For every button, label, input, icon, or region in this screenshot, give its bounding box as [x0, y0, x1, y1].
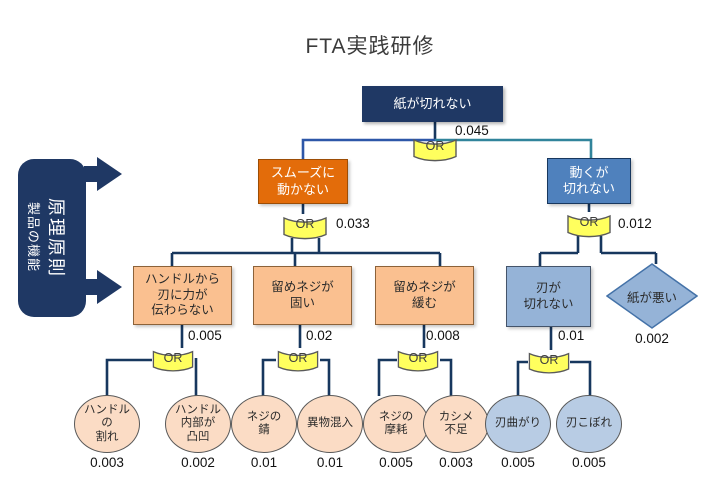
- node-label: 紙が悪い: [626, 290, 677, 305]
- function-principle-banner: 原理原則 製品の機能: [14, 154, 129, 324]
- probability-leaf4: 0.01: [316, 455, 344, 470]
- node-label: 異物混入: [307, 417, 353, 430]
- node-label: 刃こぼれ: [566, 417, 612, 430]
- or-gate-moves: OR: [566, 210, 612, 240]
- node-label: 留めネジが: [271, 279, 334, 294]
- leaf-handle-interior-uneven: ハンドル 内部が 凸凹: [165, 395, 231, 453]
- node-set-screw-stiff: 留めネジが 固い: [253, 266, 352, 325]
- probability-leaf1: 0.003: [90, 455, 124, 470]
- probability-root: 0.045: [455, 123, 489, 138]
- node-label: 錆: [258, 424, 270, 436]
- arrow-right-icon: [84, 157, 122, 191]
- node-label: 切れない: [562, 181, 615, 196]
- banner-label-principle: 原理原則: [46, 198, 66, 278]
- leaf-screw-wear: ネジの 摩耗: [363, 395, 429, 453]
- banner-label-product-function: 製品の機能: [26, 201, 41, 272]
- leaf-handle-crack: ハンドル の 割れ: [74, 395, 140, 453]
- or-gate-label: OR: [295, 217, 315, 231]
- or-gate-label: OR: [539, 353, 559, 367]
- node-paper-not-cut: 紙が切れない: [362, 86, 503, 122]
- or-gate-label: OR: [579, 215, 599, 229]
- or-gate-root: OR: [412, 134, 458, 164]
- node-label: 伝わらない: [151, 303, 214, 318]
- node-set-screw-loose: 留めネジが 緩む: [375, 266, 474, 325]
- probability-leaf2: 0.002: [181, 455, 215, 470]
- node-label: 刃に力が: [157, 287, 208, 302]
- probability-moves: 0.012: [618, 216, 652, 231]
- node-bad-paper: 紙が悪い: [605, 263, 699, 329]
- node-label: 動かない: [276, 181, 329, 197]
- probability-leaf7: 0.005: [501, 455, 535, 470]
- probability-smooth: 0.033: [336, 216, 370, 231]
- node-label: ハンドルから: [144, 272, 220, 287]
- or-gate-screw-loose: OR: [396, 346, 440, 374]
- page-title: FTA実践研修: [305, 35, 435, 58]
- banner-shape: [18, 157, 122, 317]
- node-handle-force-not-transmitted: ハンドルから 刃に力が 伝わらない: [133, 266, 232, 325]
- node-label: 内部が: [180, 417, 216, 430]
- probability-leaf8: 0.005: [572, 455, 606, 470]
- node-label: 留めネジが: [393, 279, 456, 294]
- node-label: の: [101, 417, 113, 430]
- node-label: 固い: [289, 295, 315, 310]
- or-gate-screw-stiff: OR: [276, 346, 320, 374]
- node-label: 刃が: [535, 280, 561, 295]
- or-gate-label: OR: [408, 351, 428, 365]
- or-gate-label: OR: [163, 351, 183, 365]
- node-label: 凸凹: [186, 430, 210, 443]
- node-label: ネジの: [378, 410, 414, 423]
- probability-leaf6: 0.003: [439, 455, 473, 470]
- node-label: 不足: [444, 424, 468, 436]
- leaf-blade-chipped: 刃こぼれ: [556, 395, 622, 453]
- node-label: カシメ: [438, 410, 474, 423]
- node-label: スムーズに: [270, 165, 336, 181]
- node-blade-not-cut: 刃が 切れない: [506, 266, 591, 327]
- probability-bad-paper: 0.002: [635, 331, 669, 346]
- node-label: ネジの: [246, 410, 282, 423]
- node-label: ハンドル: [84, 404, 130, 417]
- node-label: 切れない: [523, 296, 574, 311]
- or-gate-handle: OR: [151, 346, 195, 374]
- or-gate-smooth: OR: [282, 212, 328, 242]
- leaf-blade-bent: 刃曲がり: [485, 395, 551, 453]
- probability-screw-loose: 0.008: [426, 328, 460, 343]
- or-gate-label: OR: [288, 351, 308, 365]
- probability-leaf3: 0.01: [250, 455, 278, 470]
- leaf-foreign-matter: 異物混入: [297, 395, 363, 453]
- node-label: 紙が切れない: [393, 95, 472, 111]
- node-label: ハンドル: [175, 404, 221, 417]
- or-gate-blade: OR: [527, 348, 571, 376]
- probability-blade-dull: 0.01: [558, 328, 585, 343]
- leaf-crimp-insufficient: カシメ 不足: [423, 395, 489, 453]
- node-label: 緩む: [411, 295, 437, 310]
- probability-handle-force: 0.005: [188, 328, 222, 343]
- node-not-move-smoothly: スムーズに 動かない: [258, 159, 348, 204]
- arrow-right-icon: [84, 270, 122, 304]
- or-gate-label: OR: [425, 139, 445, 153]
- probability-leaf5: 0.005: [379, 455, 413, 470]
- node-label: 刃曲がり: [495, 417, 541, 430]
- node-label: 割れ: [95, 430, 119, 443]
- node-label: 動くが: [569, 164, 609, 180]
- node-moves-but-not-cut: 動くが 切れない: [547, 158, 631, 204]
- node-label: 摩耗: [384, 424, 408, 436]
- probability-screw-stiff: 0.02: [306, 328, 333, 343]
- leaf-screw-rust: ネジの 錆: [231, 395, 297, 453]
